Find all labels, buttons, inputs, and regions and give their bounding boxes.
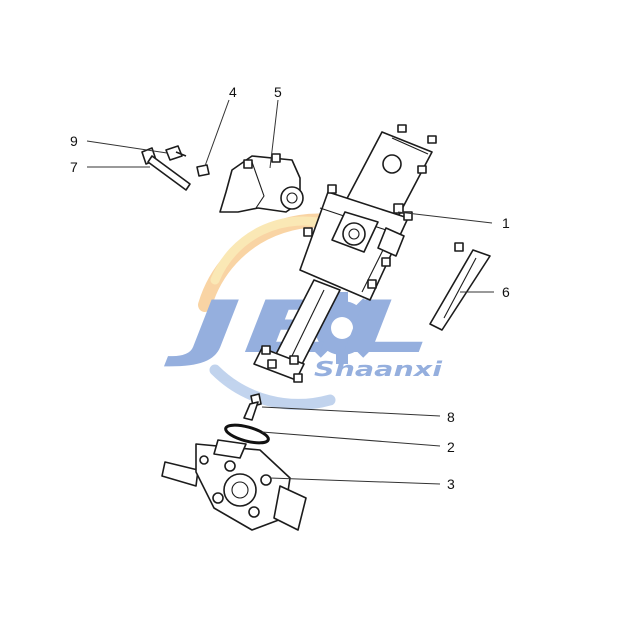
callout-9: 9 bbox=[70, 133, 78, 149]
callout-3: 3 bbox=[447, 476, 455, 492]
callout-8: 8 bbox=[447, 409, 455, 425]
callout-1: 1 bbox=[502, 215, 510, 231]
watermark-arc-blue bbox=[209, 364, 336, 410]
leader-line-3 bbox=[269, 477, 441, 485]
callout-2: 2 bbox=[447, 439, 455, 455]
leader-line-5 bbox=[269, 99, 279, 169]
callout-5: 5 bbox=[274, 84, 282, 100]
bolt-part bbox=[165, 145, 187, 161]
callout-7: 7 bbox=[70, 159, 78, 175]
long-bolt-part bbox=[141, 147, 191, 191]
watermark-subtitle: Shaanxi bbox=[314, 357, 444, 381]
callout-4: 4 bbox=[229, 84, 237, 100]
leader-line-4 bbox=[204, 99, 230, 167]
leader-line-1 bbox=[397, 211, 493, 224]
leader-line-2 bbox=[261, 431, 441, 447]
callout-numbers: 1 2 3 4 5 6 7 8 9 bbox=[70, 84, 510, 492]
callout-6: 6 bbox=[502, 284, 510, 300]
leader-lines bbox=[86, 99, 494, 485]
sealing-ring-part bbox=[224, 423, 270, 445]
short-bolt-part bbox=[243, 393, 262, 421]
nut-part bbox=[196, 164, 210, 177]
gasket-plate-part bbox=[429, 242, 491, 331]
leader-line-9 bbox=[86, 140, 168, 154]
lower-gearbox-part bbox=[161, 439, 307, 531]
watermark-arc-yellow bbox=[210, 216, 335, 285]
leader-line-8 bbox=[261, 406, 441, 417]
gear-housing-part bbox=[253, 124, 437, 383]
bracket-part bbox=[219, 153, 304, 213]
